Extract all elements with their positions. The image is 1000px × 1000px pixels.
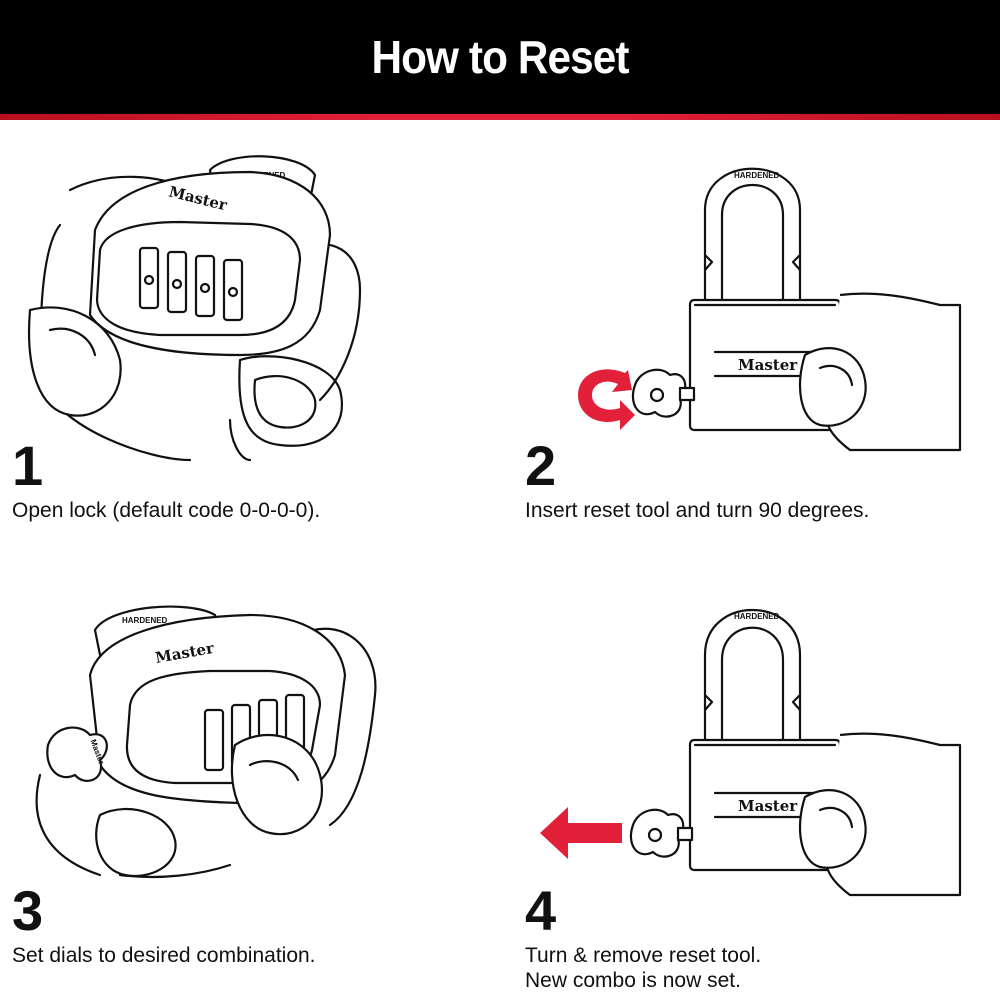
page-title: How to Reset: [371, 31, 629, 83]
step-4-panel: HARDENED Master 4 Turn & remove reset to…: [500, 575, 1000, 995]
step-4-number: 4: [525, 879, 557, 942]
step-2-text: Insert reset tool and turn 90 degrees.: [525, 499, 870, 522]
step-2-illustration: HARDENED Master: [500, 130, 1000, 470]
lock-with-reset-tool-illustration: HARDENED Master: [578, 167, 962, 452]
combination-dials: [138, 246, 244, 322]
header-bar: [0, 0, 1000, 114]
step-3-text: Set dials to desired combination.: [12, 944, 316, 967]
step-4-illustration: HARDENED Master: [500, 575, 1000, 915]
step-3-panel: HARDENED Master Master 3 Set dials to de…: [0, 575, 500, 995]
master-logo-text: Master: [738, 797, 798, 815]
red-divider: [0, 114, 1000, 120]
master-logo-text: Master: [738, 356, 798, 374]
step-3-number: 3: [12, 879, 44, 942]
remove-arrow-icon: [540, 807, 622, 859]
step-1-illustration: HARDENED Master: [0, 130, 500, 470]
step-2-panel: HARDENED Master 2 Insert reset tool and …: [500, 130, 1000, 550]
step-1-number: 1: [12, 434, 44, 497]
setting-dials-illustration: HARDENED Master Master: [35, 605, 377, 879]
rotate-arrow-icon: [578, 369, 635, 430]
step-4-text-line2: New combo is now set.: [525, 969, 741, 992]
step-1-panel: HARDENED Master 1 Open lock (default cod…: [0, 130, 500, 550]
shackle-stamp-text: HARDENED: [734, 612, 780, 621]
step-4-text: Turn & remove reset tool.: [525, 944, 762, 967]
lock-in-hands-illustration: HARDENED Master: [28, 155, 362, 462]
shackle-stamp-text: HARDENED: [122, 616, 168, 625]
step-3-illustration: HARDENED Master Master: [0, 575, 500, 915]
step-1-text: Open lock (default code 0-0-0-0).: [12, 499, 321, 522]
step-2-number: 2: [525, 434, 557, 497]
shackle-stamp-text: HARDENED: [734, 171, 780, 180]
removing-reset-tool-illustration: HARDENED Master: [540, 609, 962, 897]
